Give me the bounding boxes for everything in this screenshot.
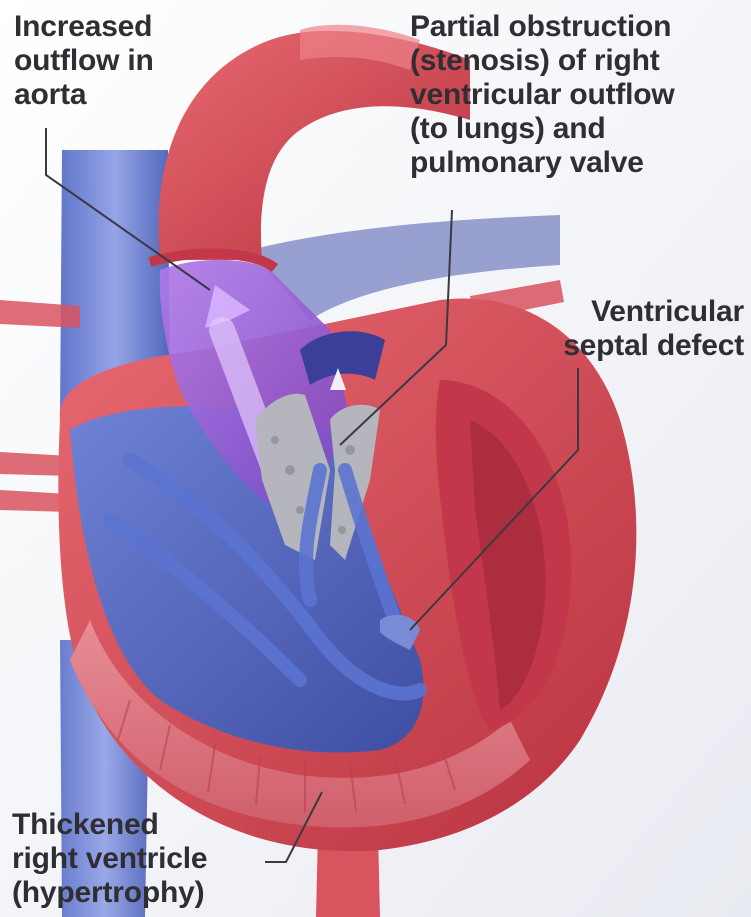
label-hypertrophy-line-2: right ventricle bbox=[12, 842, 207, 876]
label-hypertrophy-line-3: (hypertrophy) bbox=[12, 876, 207, 910]
label-aorta-line-3: aorta bbox=[14, 78, 154, 112]
label-vsd-line-1: Ventricular bbox=[516, 295, 744, 329]
label-aorta-outflow: Increased outflow in aorta bbox=[14, 10, 154, 112]
label-stenosis-line-3: ventricular outflow bbox=[410, 78, 675, 112]
label-septal-defect: Ventricular septal defect bbox=[516, 295, 744, 363]
label-hypertrophy-line-1: Thickened bbox=[12, 808, 207, 842]
label-stenosis-line-2: (stenosis) of right bbox=[410, 44, 675, 78]
label-stenosis: Partial obstruction (stenosis) of right … bbox=[410, 10, 675, 180]
label-aorta-line-2: outflow in bbox=[14, 44, 154, 78]
label-vsd-line-2: septal defect bbox=[516, 329, 744, 363]
label-hypertrophy: Thickened right ventricle (hypertrophy) bbox=[12, 808, 207, 910]
label-stenosis-line-4: (to lungs) and bbox=[410, 112, 675, 146]
label-stenosis-line-1: Partial obstruction bbox=[410, 10, 675, 44]
label-stenosis-line-5: pulmonary valve bbox=[410, 146, 675, 180]
label-aorta-line-1: Increased bbox=[14, 10, 154, 44]
